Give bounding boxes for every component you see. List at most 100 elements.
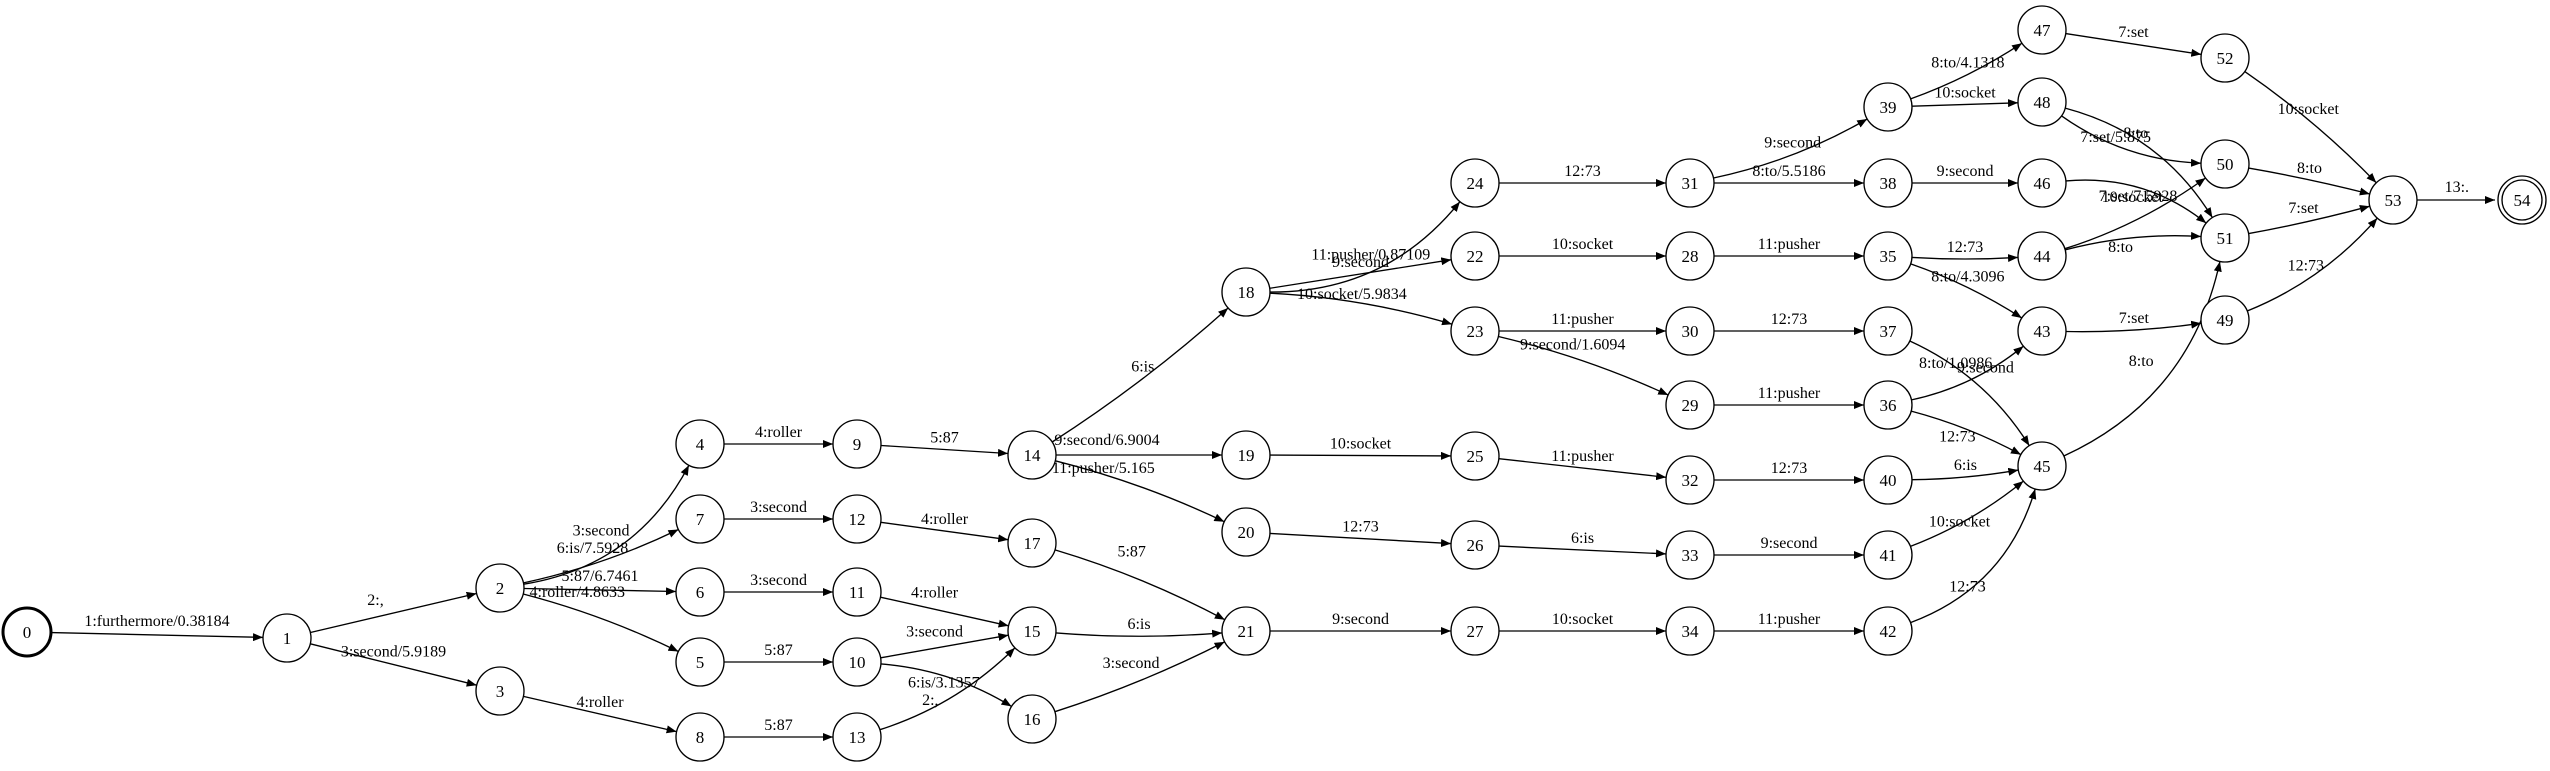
state-circle bbox=[1007, 606, 1057, 656]
edge-14-19: 9:second/6.9004 bbox=[1054, 432, 1222, 459]
edge-arrow bbox=[2246, 217, 2378, 312]
edge-arrow bbox=[1498, 335, 1669, 396]
edge-arrow bbox=[1269, 257, 1452, 289]
edge-label: 11:pusher bbox=[1758, 385, 1821, 402]
state-label: 40 bbox=[1880, 471, 1897, 490]
state-circle bbox=[832, 712, 882, 762]
edge-arrow bbox=[1269, 532, 1452, 548]
edge-arrow bbox=[1910, 488, 2037, 624]
edge-arrow bbox=[2248, 167, 2370, 196]
edge-11-15: 4:roller bbox=[880, 585, 1009, 628]
edge-label: 8:to/1.0986 bbox=[1919, 355, 1992, 372]
edge-arrow bbox=[880, 633, 1009, 659]
edge-label: 12:73 bbox=[1771, 311, 1807, 328]
edge-arrow bbox=[523, 593, 679, 653]
edge-14-20: 11:pusher/5.165 bbox=[1052, 460, 1225, 523]
state-circle bbox=[1007, 518, 1057, 568]
edge-label: 5:87 bbox=[930, 430, 958, 447]
state-circle bbox=[2368, 175, 2418, 225]
edge-arrow bbox=[1269, 451, 1452, 460]
edge-35-44: 12:73 bbox=[1911, 239, 2019, 262]
state-node-4: 4 bbox=[675, 419, 725, 469]
edge-arrow bbox=[1055, 629, 1223, 638]
edge-label: 7:set bbox=[2288, 200, 2319, 217]
edge-arrow bbox=[1911, 467, 2019, 481]
state-label: 17 bbox=[1024, 534, 1042, 553]
edge-47-52: 7:set bbox=[2065, 24, 2202, 57]
state-label: 25 bbox=[1467, 447, 1484, 466]
edge-6-11: 3:second bbox=[724, 572, 833, 596]
edge-45-51: 8:to bbox=[2063, 261, 2222, 457]
state-label: 8 bbox=[696, 728, 705, 747]
edge-arrow bbox=[523, 528, 679, 584]
state-circle bbox=[1863, 306, 1913, 356]
state-label: 50 bbox=[2217, 155, 2234, 174]
edge-label: 10:socket bbox=[1929, 513, 1991, 530]
state-circle bbox=[1863, 82, 1913, 132]
state-node-13: 13 bbox=[832, 712, 882, 762]
state-label: 39 bbox=[1880, 98, 1897, 117]
edge-5-10: 5:87 bbox=[724, 642, 833, 666]
edge-34-42: 11:pusher bbox=[1713, 611, 1864, 635]
state-circle bbox=[1007, 430, 1057, 480]
edge-0-1: 1:furthermore/0.38184 bbox=[50, 613, 264, 642]
edge-arrow bbox=[1055, 460, 1225, 523]
edge-arrow bbox=[1054, 549, 1226, 621]
state-circle bbox=[832, 419, 882, 469]
state-circle bbox=[2200, 33, 2250, 83]
edge-arrow bbox=[1498, 545, 1667, 558]
edge-32-40: 12:73 bbox=[1714, 460, 1864, 484]
edge-48-51: 8:to bbox=[2065, 107, 2213, 218]
state-circle bbox=[1450, 520, 1500, 570]
edge-label: 6:is/3.1357 bbox=[908, 674, 980, 691]
state-node-36: 36 bbox=[1863, 380, 1913, 430]
state-label: 23 bbox=[1467, 322, 1484, 341]
state-circle bbox=[1450, 306, 1500, 356]
edge-label: 9:second bbox=[1764, 135, 1821, 152]
state-label: 51 bbox=[2217, 229, 2234, 248]
state-circle bbox=[1665, 158, 1715, 208]
edge-arrow bbox=[1269, 201, 1461, 293]
edge-label: 11:pusher/0.87109 bbox=[1311, 247, 1430, 264]
edge-14-18: 6:is bbox=[1051, 307, 1229, 443]
edges-layer: 1:furthermore/0.381842:,3:second/5.91893… bbox=[50, 24, 2495, 741]
state-circle bbox=[1221, 606, 1271, 656]
edge-29-36: 11:pusher bbox=[1714, 385, 1864, 409]
edge-44-51: 8:to bbox=[2065, 231, 2202, 256]
edge-label: 12:73 bbox=[1939, 429, 1975, 446]
state-node-9: 9 bbox=[832, 419, 882, 469]
state-label: 27 bbox=[1467, 622, 1485, 641]
state-node-29: 29 bbox=[1665, 380, 1715, 430]
state-label: 30 bbox=[1682, 322, 1699, 341]
edge-18-23: 10:socket/5.9834 bbox=[1269, 286, 1453, 326]
edge-16-21: 3:second bbox=[1054, 641, 1225, 713]
edge-label: 6:is bbox=[1571, 530, 1594, 547]
edge-arrow bbox=[1911, 99, 2019, 108]
start-state-circle bbox=[1, 606, 53, 658]
state-node-21: 21 bbox=[1221, 606, 1271, 656]
edge-label: 3:second bbox=[573, 522, 630, 539]
edge-label: 11:pusher bbox=[1551, 311, 1614, 328]
state-node-35: 35 bbox=[1863, 231, 1913, 281]
state-label: 16 bbox=[1024, 710, 1041, 729]
edge-label: 9:second bbox=[1957, 359, 2014, 376]
state-label: 5 bbox=[696, 653, 705, 672]
state-circle bbox=[675, 494, 725, 544]
edge-label: 10:socket bbox=[1330, 436, 1392, 453]
edge-43-49: 7:set bbox=[2065, 310, 2202, 333]
edge-label: 9:second bbox=[1761, 535, 1818, 552]
edge-19-25: 10:socket bbox=[1269, 436, 1452, 460]
edge-21-27: 9:second bbox=[1269, 611, 1451, 635]
state-circle bbox=[1863, 455, 1913, 505]
state-node-8: 8 bbox=[675, 712, 725, 762]
edge-label: 8:to bbox=[2297, 160, 2322, 177]
edge-arrow bbox=[2061, 115, 2202, 167]
final-state-ring bbox=[2501, 179, 2543, 221]
edge-30-37: 12:73 bbox=[1714, 311, 1864, 335]
edge-46-51: 10:socket bbox=[2065, 179, 2207, 224]
edge-label: 5:87 bbox=[764, 717, 792, 734]
state-label: 1 bbox=[283, 629, 292, 648]
edge-53-54: 13:. bbox=[2417, 179, 2495, 204]
state-circle bbox=[832, 494, 882, 544]
